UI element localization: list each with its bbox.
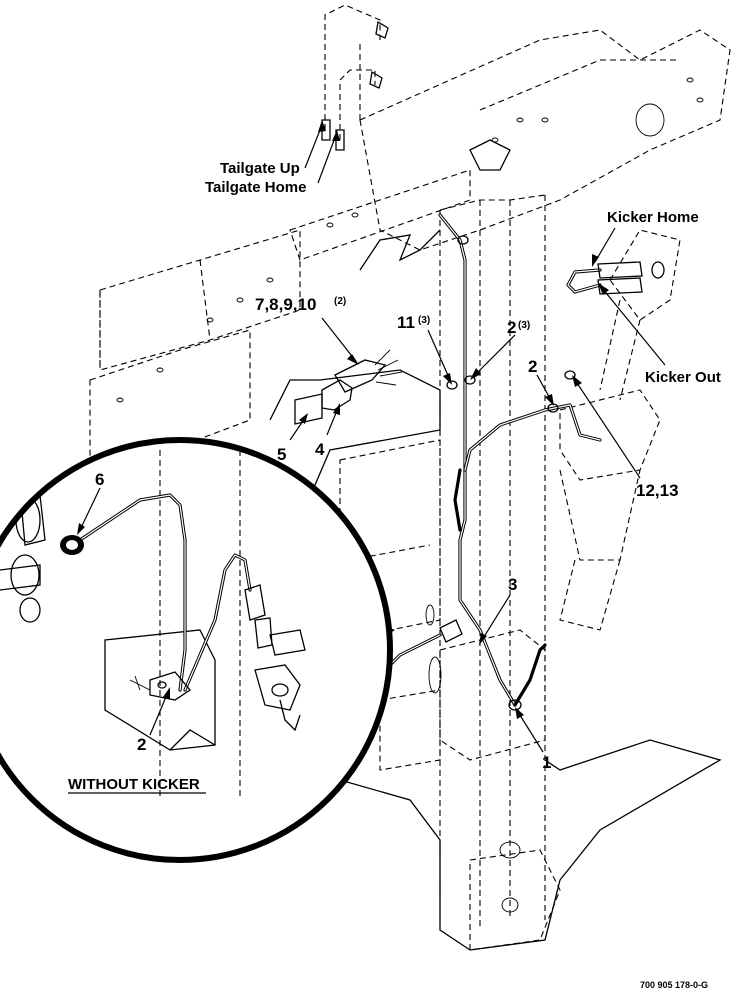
label-item-2-top: 2 <box>507 318 516 337</box>
label-item-11: 11 <box>397 313 415 332</box>
label-kicker-home: Kicker Home <box>607 209 699 226</box>
label-without-kicker: WITHOUT KICKER <box>68 776 200 793</box>
figure-number: 700 905 178-0-G <box>640 980 708 990</box>
label-item-2-mid: 2 <box>528 357 537 376</box>
label-item-3: 3 <box>508 575 517 594</box>
label-item-4: 4 <box>315 440 325 459</box>
relay-assembly <box>294 349 403 425</box>
label-items-7-8-9-10-qty: (2) <box>334 296 346 307</box>
label-item-2-inset: 2 <box>137 735 146 754</box>
machine-frame <box>89 29 731 951</box>
label-item-1: 1 <box>542 753 551 772</box>
tailgate-sensors <box>321 4 511 171</box>
label-kicker-out: Kicker Out <box>645 369 721 386</box>
label-items-7-8-9-10: 7,8,9,10 <box>255 295 316 314</box>
kicker-sensors <box>564 261 665 380</box>
label-item-5: 5 <box>277 445 286 464</box>
label-item-6: 6 <box>95 470 104 489</box>
label-item-2-top-qty: (3) <box>518 320 530 331</box>
label-tailgate-home: Tailgate Home <box>205 179 306 196</box>
leader-lines <box>77 120 666 753</box>
label-tailgate-up: Tailgate Up <box>220 160 300 177</box>
inset-without-kicker <box>0 437 395 863</box>
inset-circle <box>0 437 393 863</box>
callout-labels: Tailgate Up Tailgate Home Kicker Home Ki… <box>68 160 721 990</box>
label-items-12-13: 12,13 <box>636 481 679 500</box>
label-item-11-qty: (3) <box>418 315 430 326</box>
